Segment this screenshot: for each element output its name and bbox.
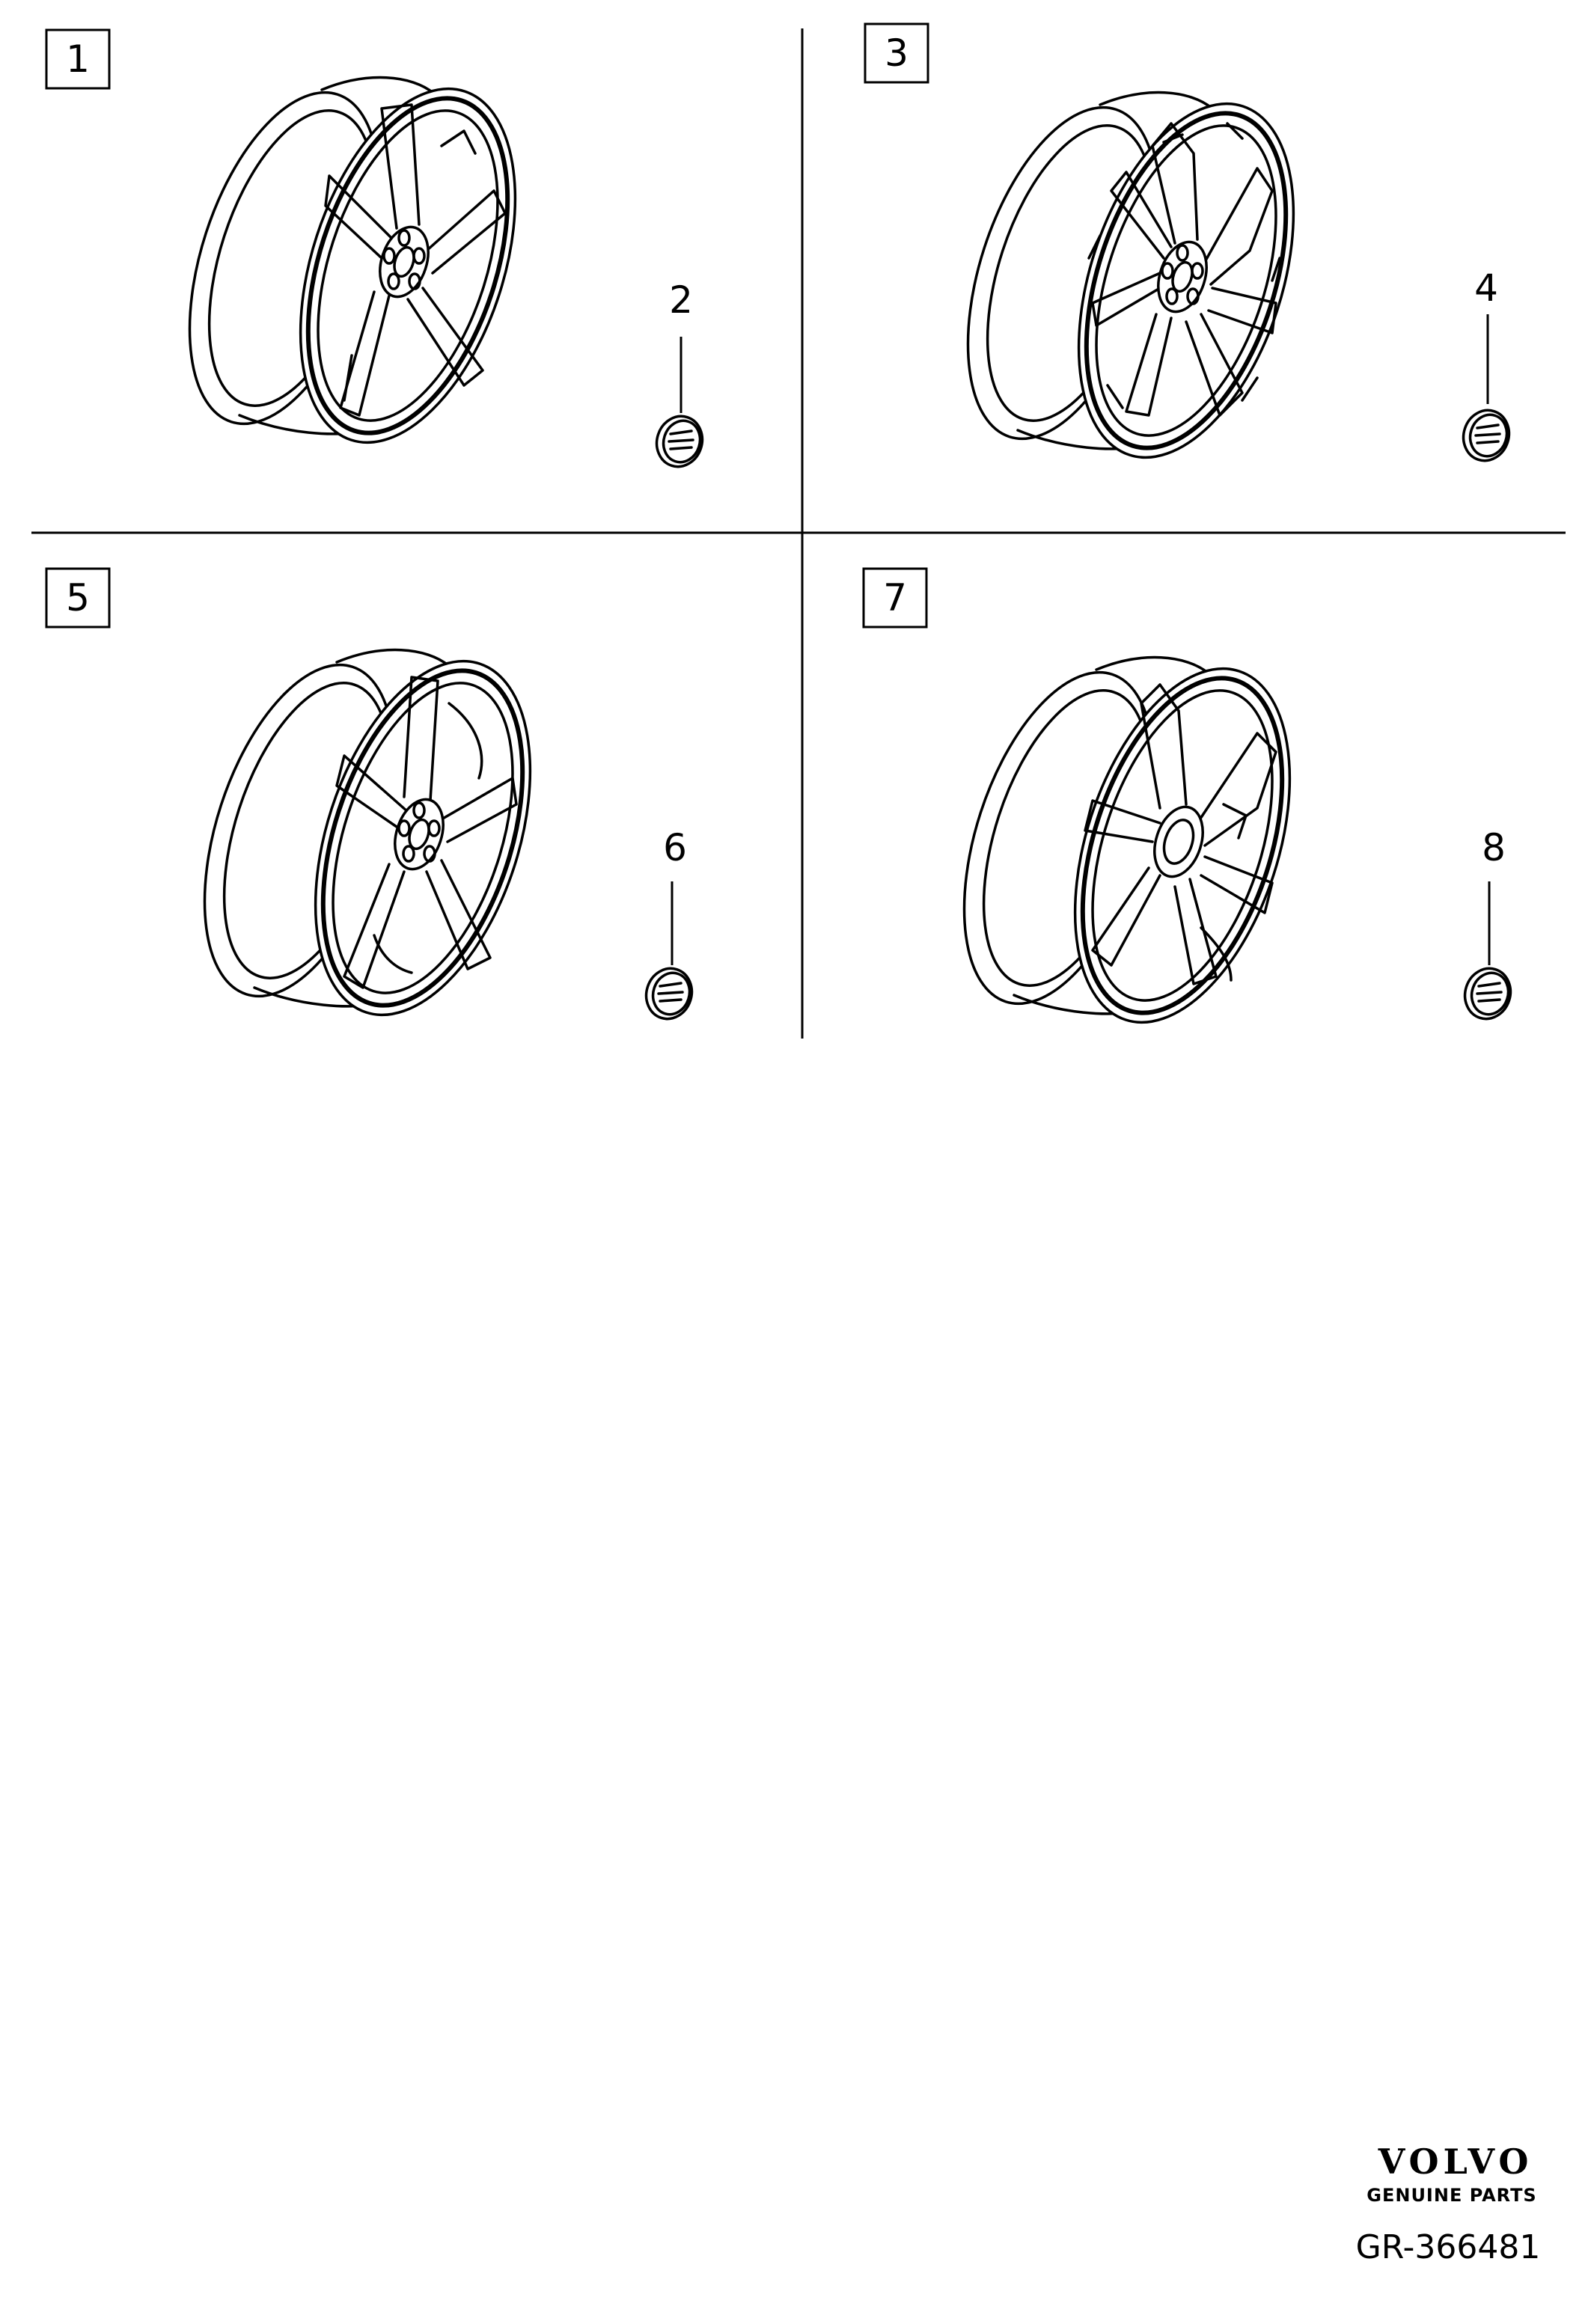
item-8-label: 8 [1482, 826, 1506, 869]
item-3-label-box [864, 22, 929, 84]
item-1-label-box [45, 28, 111, 90]
item-1-label: 1 [66, 37, 90, 81]
genuine-parts-text: GENUINE PARTS [1366, 2185, 1536, 2206]
item-7-label: 7 [883, 576, 907, 620]
item-7-label-box [862, 567, 928, 629]
wheel-7 [927, 641, 1330, 1049]
center-cap-4 [1456, 403, 1517, 468]
panel-7: 7 8 [862, 567, 1518, 1050]
wheel-3 [931, 76, 1334, 484]
wheel-1 [153, 61, 555, 469]
item-5-label-box [45, 567, 111, 629]
item-4-label: 4 [1474, 266, 1498, 310]
panel-5: 5 6 [45, 567, 700, 1042]
item-3-label: 3 [885, 31, 909, 75]
panel-1: 1 2 [45, 28, 710, 474]
center-cap-6 [638, 961, 700, 1027]
item-6-label: 6 [663, 826, 687, 869]
center-cap-8 [1457, 961, 1518, 1027]
item-2-label: 2 [669, 278, 693, 322]
center-cap-2 [649, 409, 710, 474]
item-5-label: 5 [66, 576, 90, 620]
wheel-5 [168, 634, 570, 1042]
reference-number: GR-366481 [1356, 2228, 1541, 2266]
volvo-logo: VOLVO [1378, 2141, 1533, 2182]
panel-3: 3 4 [864, 22, 1517, 485]
